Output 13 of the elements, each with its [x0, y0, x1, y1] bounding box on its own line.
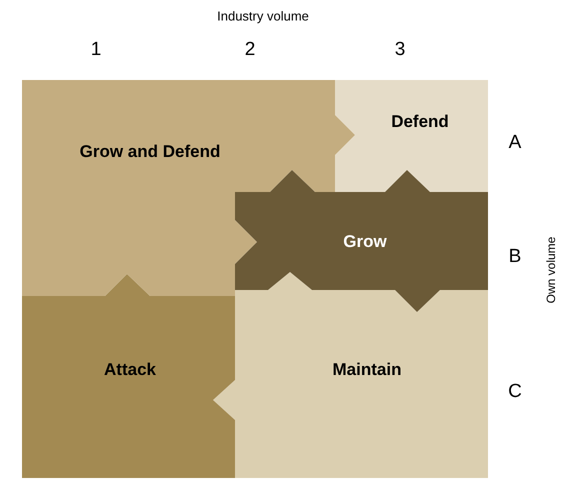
axis-title: Industry volume — [217, 8, 309, 24]
region-label: Maintain — [332, 360, 402, 380]
row-letter: C — [508, 381, 522, 403]
region-label: Grow and Defend — [80, 142, 220, 162]
region-label: Attack — [104, 360, 156, 380]
axis-title: Own volume — [544, 236, 558, 304]
row-letter: B — [508, 246, 522, 268]
row-letter: A — [508, 132, 522, 154]
column-number: 3 — [394, 39, 406, 61]
region-label: Defend — [391, 112, 449, 132]
region-label: Grow — [343, 232, 387, 252]
column-number: 1 — [90, 39, 102, 61]
column-number: 2 — [244, 39, 256, 61]
